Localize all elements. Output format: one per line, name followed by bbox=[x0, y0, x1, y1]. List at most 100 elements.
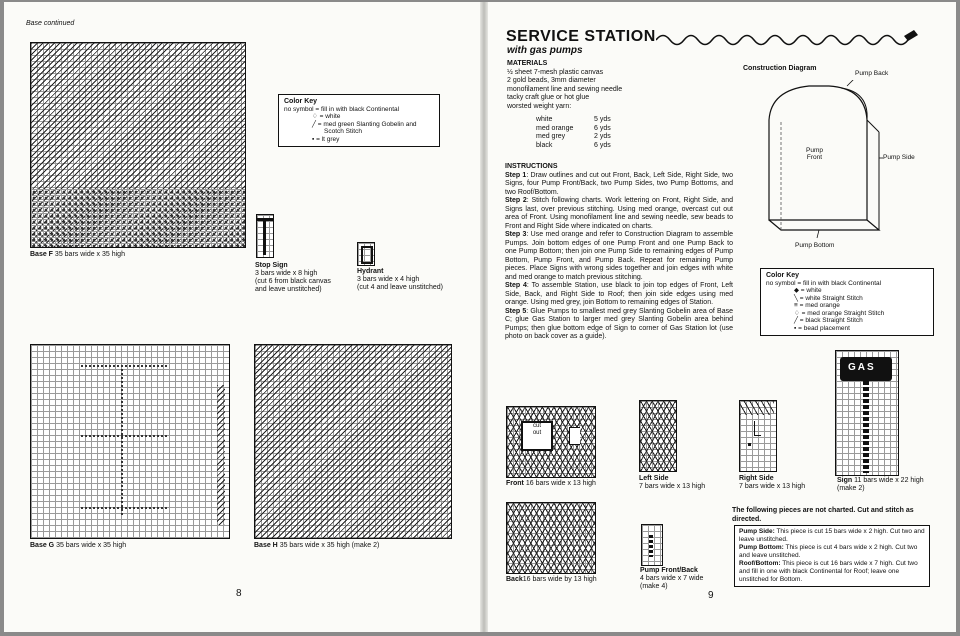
right-side-letter-l bbox=[754, 421, 761, 436]
uncharted-item: Pump Side: This piece is cut 15 bars wid… bbox=[739, 528, 925, 544]
sign-caption: Sign 11 bars wide x 22 high(make 2) bbox=[837, 477, 924, 493]
right-side-top-stitch bbox=[740, 401, 774, 415]
base-h-caption: Base H 35 bars wide x 35 high (make 2) bbox=[254, 542, 379, 550]
label-pump-side: Pump Side bbox=[883, 154, 915, 161]
base-g-diamond-row bbox=[81, 435, 167, 440]
front-size: 16 bars wide x 13 high bbox=[525, 480, 596, 487]
yarn-color: white bbox=[536, 116, 553, 123]
yarn-color: med grey bbox=[536, 133, 566, 140]
materials-item: ½ sheet 7-mesh plastic canvas bbox=[507, 68, 604, 76]
right-color-key: Color Key no symbol = fill in with black… bbox=[760, 268, 934, 336]
uncharted-label: Roof/Bottom: bbox=[739, 560, 781, 567]
base-f-size: 35 bars wide x 35 high bbox=[54, 251, 125, 258]
left-key-row: ♢ = white bbox=[312, 113, 341, 120]
yarn-amounts: 5 yds 6 yds 2 yds 6 yds bbox=[594, 116, 611, 150]
left-color-key-title: Color Key bbox=[284, 98, 318, 105]
materials-item: 2 gold beads, 3mm diameter bbox=[507, 77, 596, 84]
base-g-chart bbox=[30, 344, 230, 539]
right-key-row: ◆ = white bbox=[794, 287, 822, 294]
stop-sign-note: (cut 6 from black canvas bbox=[255, 278, 331, 285]
bead-placement bbox=[748, 443, 751, 446]
stop-sign-bar bbox=[256, 218, 274, 221]
hydrant-note: (cut 4 and leave unstitched) bbox=[357, 284, 443, 291]
base-h-chart bbox=[254, 344, 452, 539]
left-side-size: 7 bars wide x 13 high bbox=[639, 483, 706, 490]
stop-sign-post bbox=[263, 221, 266, 255]
sign-post bbox=[863, 381, 869, 473]
pump-front-back-note: (make 4) bbox=[640, 583, 668, 590]
book-spread: Base continued Base F 35 bars wide x 35 … bbox=[4, 2, 956, 632]
construction-diagram bbox=[768, 80, 883, 239]
pump-front-back-chart bbox=[641, 524, 663, 566]
uncharted-box: Pump Side: This piece is cut 15 bars wid… bbox=[734, 525, 930, 587]
yarn-amount: 2 yds bbox=[594, 133, 611, 140]
step-label: Step 4 bbox=[505, 282, 527, 289]
materials-heading: MATERIALS bbox=[507, 60, 548, 67]
label-pump-front: Pump Front bbox=[806, 147, 823, 161]
step-label: Step 2 bbox=[505, 197, 527, 204]
construction-title: Construction Diagram bbox=[743, 65, 817, 72]
right-key-row: ╲ = white Straight Stitch bbox=[794, 294, 863, 302]
hydrant-chart bbox=[357, 242, 375, 266]
step-label: Step 3 bbox=[505, 231, 527, 238]
pump-front-marks bbox=[649, 535, 653, 557]
uncharted-label: Pump Side: bbox=[739, 528, 775, 535]
front-caption: Front 16 bars wide x 13 high bbox=[506, 480, 596, 488]
step-2: Step 2: Stitch following charts. Work le… bbox=[505, 197, 733, 231]
left-key-row: ╱ = med green Slanting Gobelin and bbox=[312, 120, 417, 128]
left-page-number: 8 bbox=[236, 588, 242, 599]
label-pump-back: Pump Back bbox=[855, 70, 889, 77]
page-gutter bbox=[480, 2, 488, 632]
hydrant-name: Hydrant bbox=[357, 268, 384, 275]
pump-front-back-size: 4 bars wide x 7 wide bbox=[640, 575, 704, 582]
wavy-line-decoration bbox=[656, 30, 918, 46]
left-key-row: no symbol = fill in with black Continent… bbox=[284, 105, 400, 113]
label-pump-bottom: Pump Bottom bbox=[795, 242, 835, 249]
stop-sign-chart bbox=[256, 214, 274, 258]
step-text: : To assemble Station, use black to join… bbox=[505, 282, 733, 306]
yarn-color: med orange bbox=[536, 124, 574, 132]
base-f-chart bbox=[30, 42, 246, 248]
yarn-amount: 6 yds bbox=[594, 141, 611, 149]
left-side-chart bbox=[639, 400, 677, 472]
left-key-row: ▪ = lt grey bbox=[312, 135, 340, 143]
step-3: Step 3: Use med orange and refer to Cons… bbox=[505, 231, 733, 282]
yarn-colors: white med orange med grey black bbox=[536, 116, 573, 150]
base-g-size: 35 bars wide x 35 high bbox=[56, 542, 127, 549]
sign-chart: GAS bbox=[835, 350, 899, 476]
base-g-slant-edge bbox=[217, 385, 225, 525]
base-f-grey-band bbox=[31, 189, 245, 247]
front-chart: cut out bbox=[506, 406, 596, 478]
step-text: : Use med orange and refer to Constructi… bbox=[505, 231, 733, 281]
page-title: SERVICE STATION bbox=[506, 28, 656, 45]
left-key-row: Scotch Stitch bbox=[324, 128, 362, 135]
pump-front-back-name: Pump Front/Back bbox=[640, 567, 698, 574]
step-text: : Glue Pumps to smallest med grey Slanti… bbox=[505, 307, 733, 341]
uncharted-text: This piece is cut 4 bars wide x 2 high. … bbox=[739, 544, 918, 559]
right-key-row: ▪ = bead placement bbox=[794, 324, 850, 332]
base-g-caption: Base G 35 bars wide x 35 high bbox=[30, 542, 126, 550]
yarn-color: black bbox=[536, 141, 553, 149]
right-side-chart bbox=[739, 400, 777, 472]
sign-size: 11 bars wide x 22 high bbox=[854, 477, 924, 484]
step-text: : Stitch following charts. Work letterin… bbox=[505, 197, 733, 230]
base-f-name: Base F bbox=[30, 251, 53, 258]
back-caption: Back16 bars wide by 13 high bbox=[506, 576, 597, 584]
uncharted-heading: The following pieces are not charted. Cu… bbox=[732, 507, 914, 523]
base-g-diamond-row bbox=[81, 365, 167, 370]
materials-item: worsted weight yarn: bbox=[507, 102, 572, 110]
yarn-amount: 5 yds bbox=[594, 116, 611, 123]
step-label: Step 5 bbox=[505, 307, 527, 315]
uncharted-label: Pump Bottom: bbox=[739, 544, 784, 551]
sign-head bbox=[840, 357, 892, 381]
hydrant-size: 3 bars wide x 4 high bbox=[357, 276, 420, 283]
hydrant-shape bbox=[361, 246, 373, 264]
back-chart bbox=[506, 502, 596, 574]
base-g-name: Base G bbox=[30, 542, 55, 549]
materials-item: tacky craft glue or hot glue bbox=[507, 94, 590, 101]
materials-block: MATERIALS ½ sheet 7-mesh plastic canvas … bbox=[507, 60, 622, 111]
right-side-size: 7 bars wide x 13 high bbox=[739, 483, 806, 490]
